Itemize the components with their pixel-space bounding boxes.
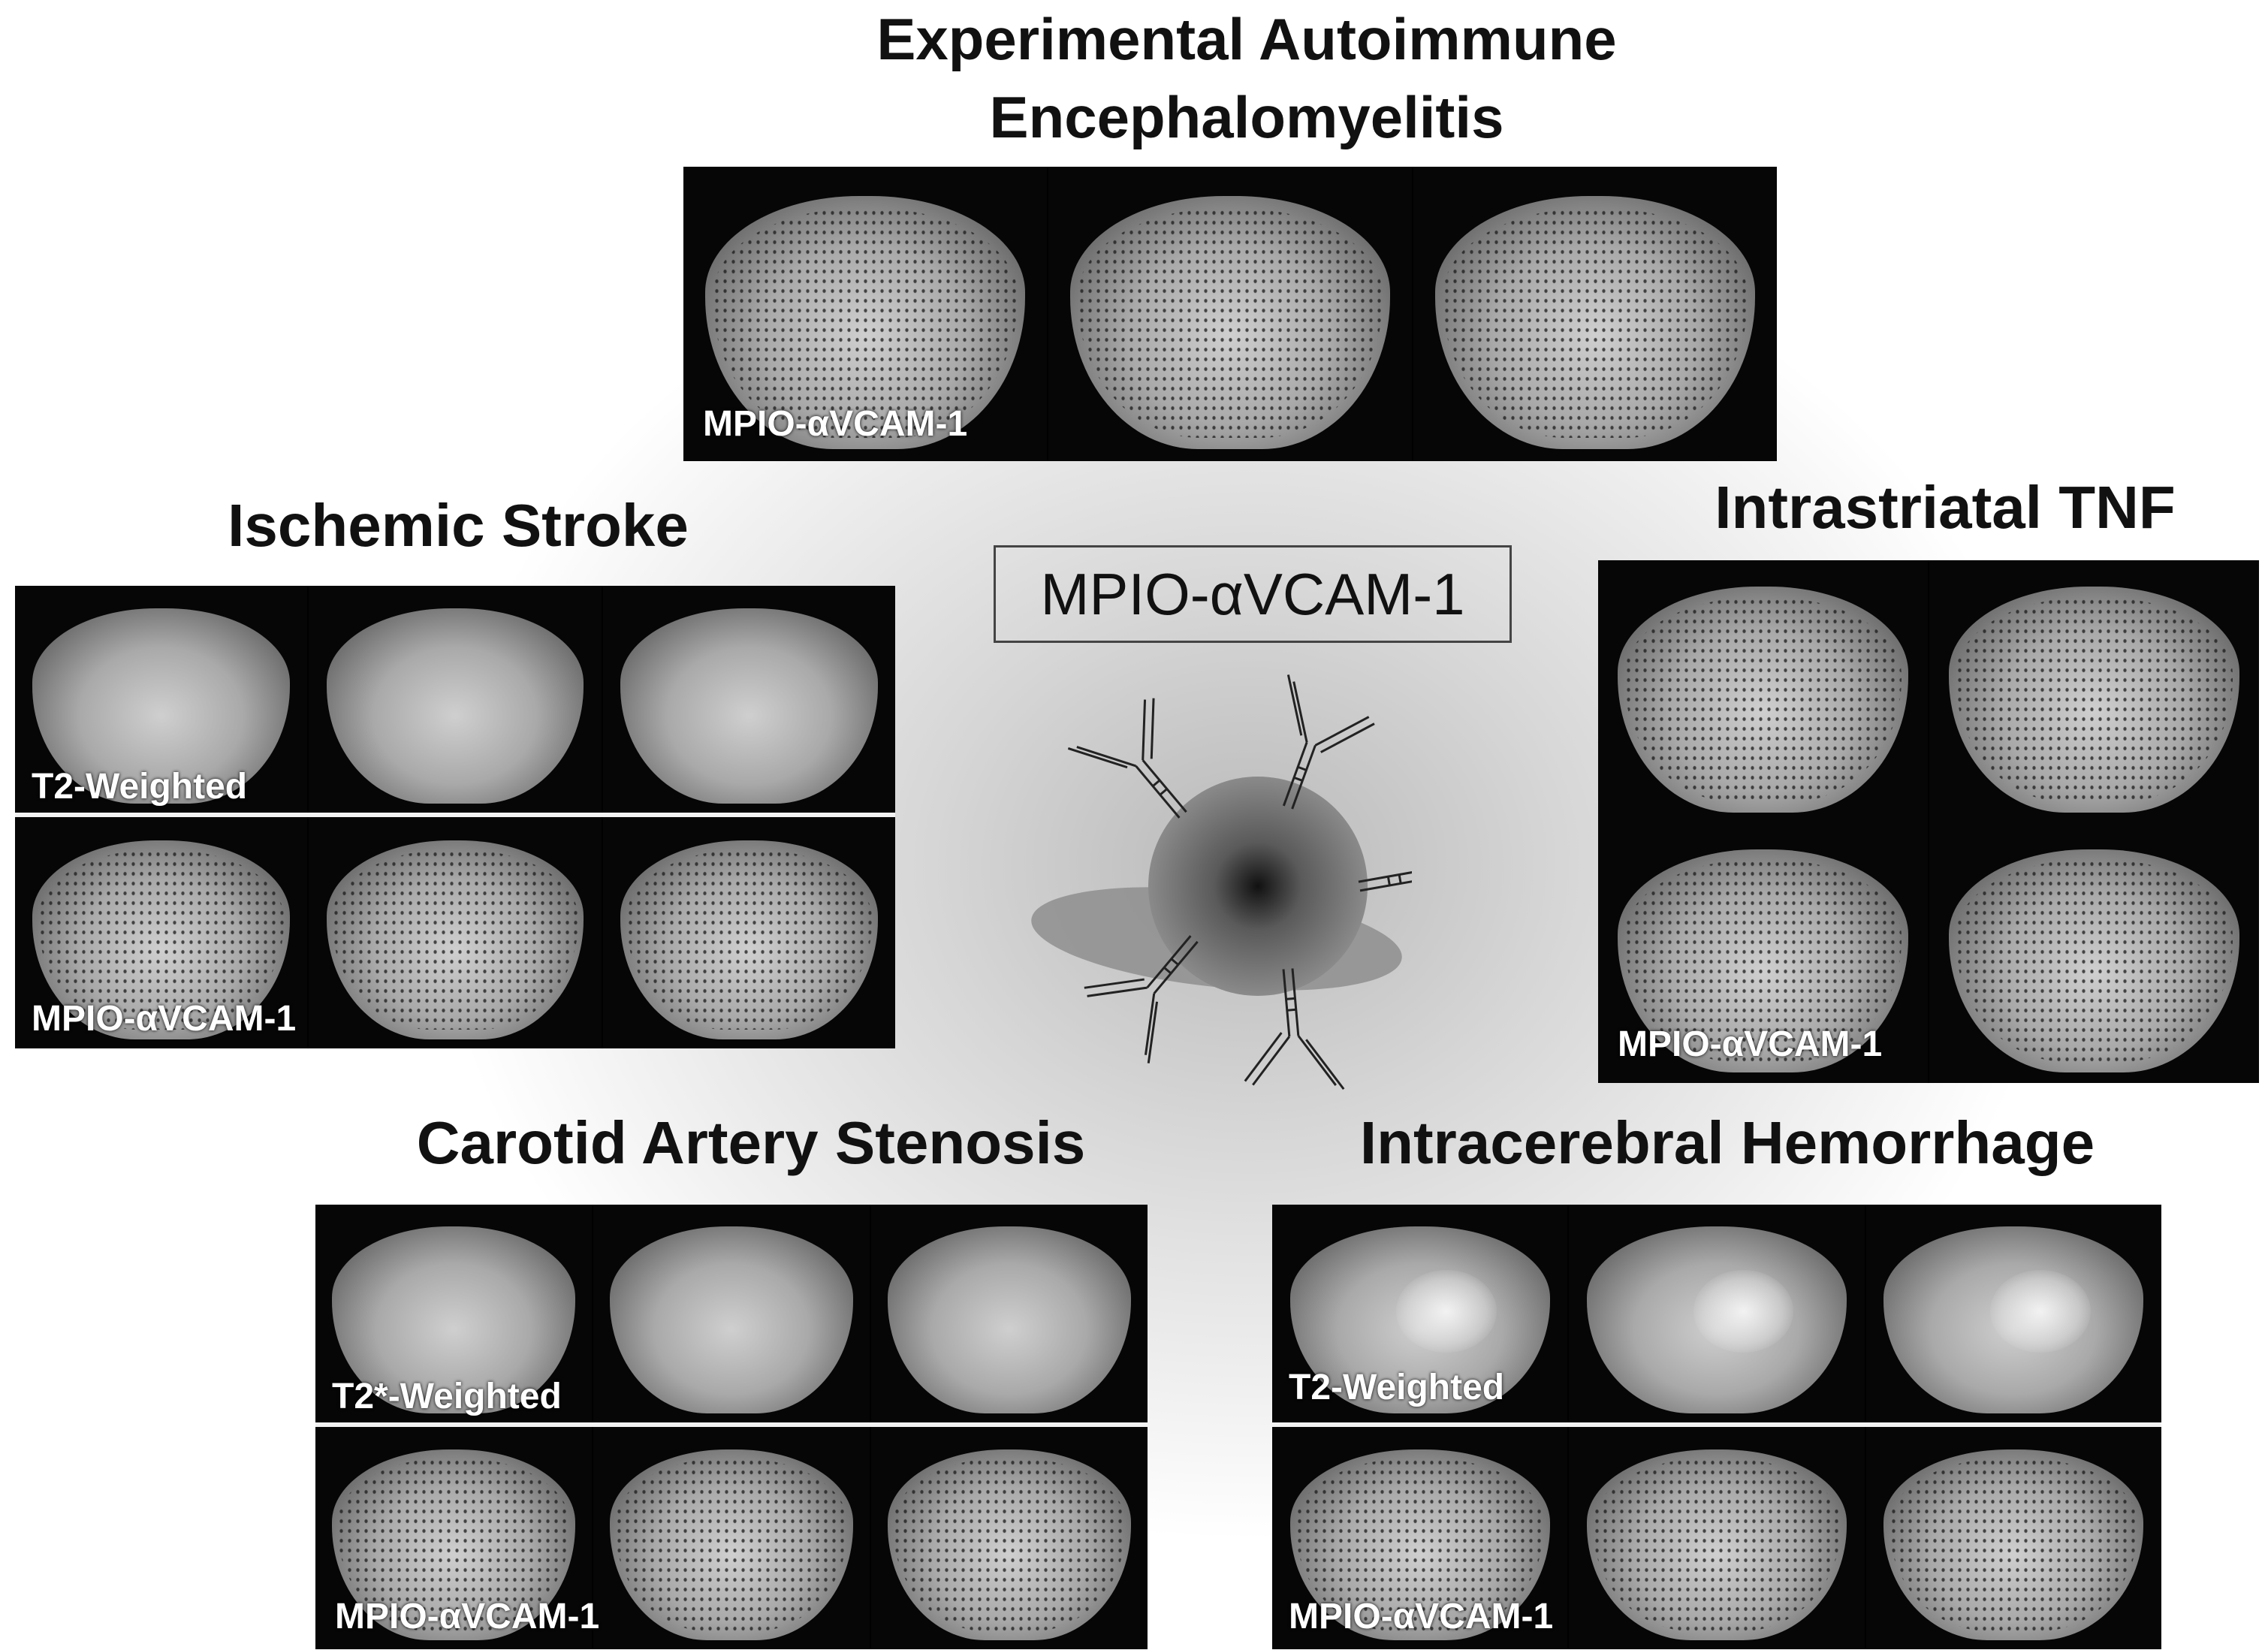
mri-slice (1413, 167, 1777, 461)
eae-mpio-label: MPIO-αVCAM-1 (703, 404, 968, 444)
mpio-antibody-diagram (1031, 674, 1412, 1090)
mri-slice (309, 817, 603, 1048)
mri-slice (15, 817, 309, 1048)
tnf-mpio-label: MPIO-αVCAM-1 (1618, 1024, 1883, 1064)
carotid-t2star-row (315, 1205, 1148, 1422)
eae-mri-row (683, 167, 1777, 461)
ich-mpio-label: MPIO-αVCAM-1 (1289, 1597, 1554, 1636)
mri-slice (593, 1205, 871, 1422)
title-carotid-artery-stenosis: Carotid Artery Stenosis (416, 1109, 1086, 1176)
title-intrastriatal-tnf: Intrastriatal TNF (1715, 474, 2176, 541)
title-eae-line1: Experimental Autoimmune (876, 6, 1617, 72)
mri-slice (1929, 560, 2259, 823)
ischemic-mpio-row (15, 817, 895, 1048)
mri-slice (1929, 823, 2259, 1083)
eae-mri-panel: MPIO-αVCAM-1 (683, 167, 1777, 461)
antibody-icon (1067, 698, 1187, 819)
carotid-mpio-row (315, 1427, 1148, 1649)
mri-slice (1866, 1205, 2161, 1422)
mri-slice (1272, 1205, 1570, 1422)
antibody-icon (1282, 674, 1375, 810)
center-mpio-label-box: MPIO-αVCAM-1 (994, 545, 1512, 643)
ich-t2-row (1272, 1205, 2161, 1422)
row-divider (1272, 1422, 2161, 1427)
ischemic-t2-label: T2-Weighted (32, 767, 248, 807)
row-divider (315, 1422, 1148, 1427)
title-eae-line2: Encephalomyelitis (989, 84, 1504, 150)
mri-slice (1866, 1427, 2161, 1649)
ich-t2-label: T2-Weighted (1289, 1368, 1505, 1407)
mri-slice (603, 817, 895, 1048)
row-divider (15, 813, 895, 817)
microparticle-icon (1148, 777, 1368, 996)
ischemic-t2-row (15, 586, 895, 813)
mri-slice (1569, 1427, 1866, 1649)
mri-slice (315, 1427, 593, 1649)
mri-slice (315, 1205, 593, 1422)
title-ischemic-stroke: Ischemic Stroke (228, 492, 689, 559)
carotid-t2star-label: T2*-Weighted (332, 1377, 562, 1416)
mri-slice (603, 586, 895, 813)
mri-slice (871, 1427, 1148, 1649)
tnf-row-1 (1598, 560, 2259, 823)
mri-slice (1598, 823, 1929, 1083)
antibody-icon (1084, 935, 1199, 1063)
mri-slice (15, 586, 309, 813)
ischemic-stroke-mri-panel: T2-Weighted MPIO-αVCAM-1 (15, 586, 895, 1048)
mri-slice (1598, 560, 1929, 823)
carotid-stenosis-mri-panel: T2*-Weighted MPIO-αVCAM-1 (315, 1205, 1148, 1649)
center-mpio-label: MPIO-αVCAM-1 (1040, 560, 1465, 627)
mri-slice (871, 1205, 1148, 1422)
antibody-icon (1244, 968, 1345, 1090)
mri-slice (309, 586, 603, 813)
title-intracerebral-hemorrhage: Intracerebral Hemorrhage (1359, 1109, 2095, 1176)
ich-mpio-row (1272, 1427, 2161, 1649)
carotid-mpio-label: MPIO-αVCAM-1 (335, 1597, 600, 1636)
mri-slice (1569, 1205, 1866, 1422)
antibody-icon (1358, 868, 1412, 892)
tnf-row-2 (1598, 823, 2259, 1083)
title-eae: Experimental Autoimmune Encephalomyeliti… (721, 0, 1772, 156)
mri-slice (683, 167, 1048, 461)
intrastriatal-tnf-mri-panel: MPIO-αVCAM-1 (1598, 560, 2259, 1083)
intracerebral-hemorrhage-mri-panel: T2-Weighted MPIO-αVCAM-1 (1272, 1205, 2161, 1649)
mri-slice (593, 1427, 871, 1649)
mri-slice (1048, 167, 1413, 461)
ischemic-mpio-label: MPIO-αVCAM-1 (32, 999, 297, 1039)
mri-slice (1272, 1427, 1570, 1649)
